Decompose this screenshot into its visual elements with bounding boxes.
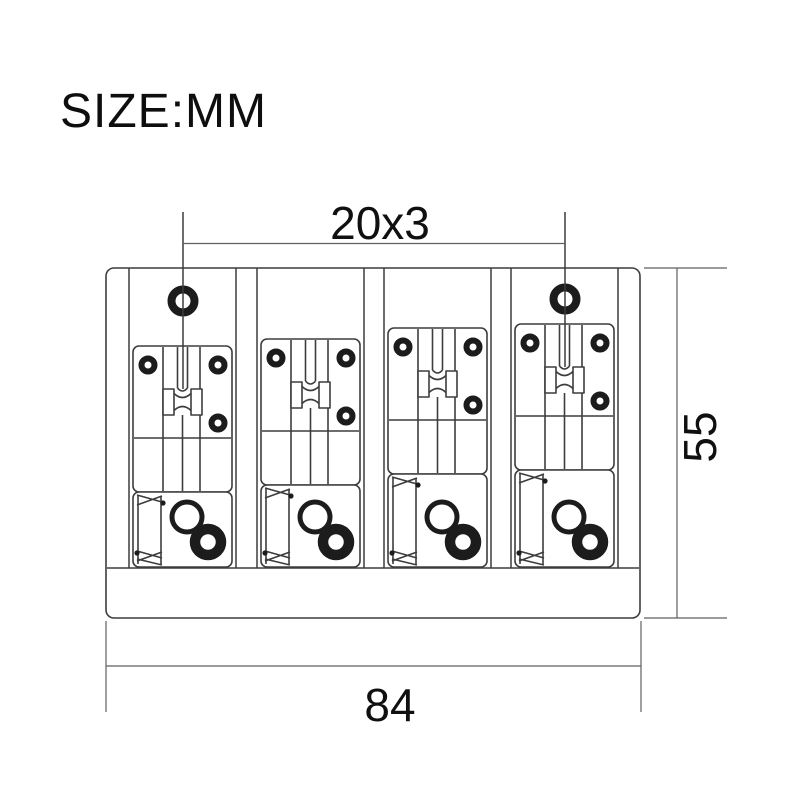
dimension-string-spacing-label: 20x3: [330, 197, 430, 249]
dimension-overall-height: 55: [644, 267, 727, 619]
bridge-plate: [105, 267, 641, 619]
size-units-label: SIZE:MM: [60, 85, 267, 138]
dimension-overall-width-label: 84: [364, 679, 415, 731]
dimension-string-spacing: 20x3: [183, 197, 565, 249]
channel-walls: [128, 268, 619, 568]
saddle-units: [132, 323, 615, 568]
saddle-unit-3: [387, 327, 488, 568]
saddle-unit-2: [260, 338, 361, 568]
saddle-unit-1: [132, 345, 233, 568]
dimension-overall-height-label: 55: [674, 411, 726, 462]
string-lines: [182, 212, 566, 389]
dimension-overall-width: 84: [105, 621, 642, 731]
saddle-unit-4: [514, 323, 615, 568]
